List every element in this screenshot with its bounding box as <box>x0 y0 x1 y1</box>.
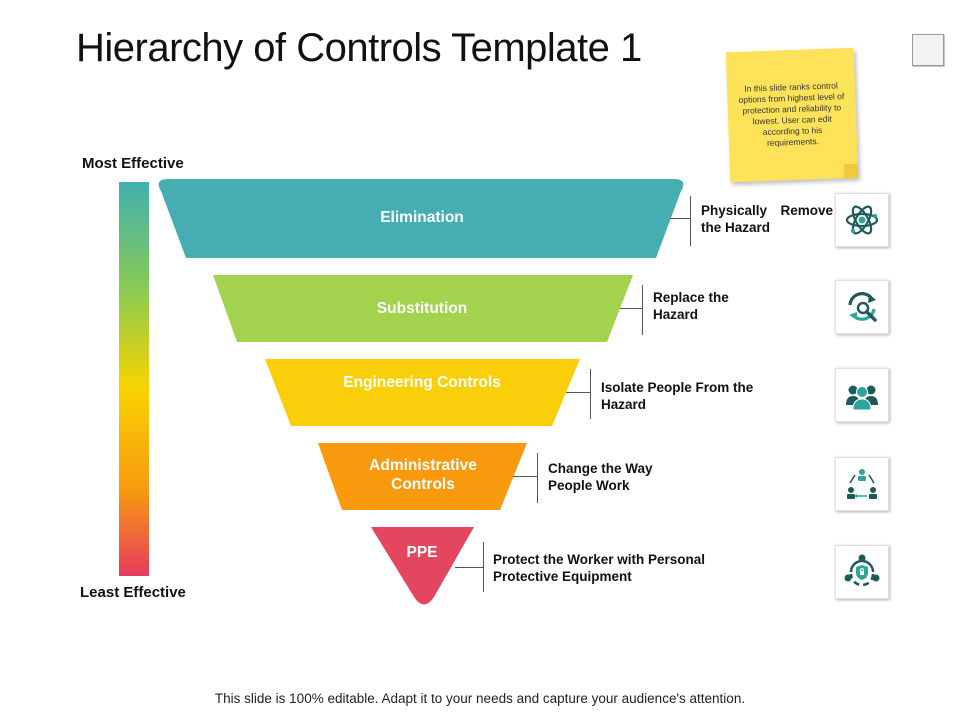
tier-label-substitution: Substitution <box>376 300 468 317</box>
connector-elimination <box>670 218 690 219</box>
atom-icon <box>845 205 879 235</box>
tier-label-ppe: PPE <box>406 544 438 561</box>
tier-label-elimination: Elimination <box>380 209 464 226</box>
connector-administrative <box>513 476 537 477</box>
description-ppe: Protect the Worker with Personal Protect… <box>493 552 706 584</box>
funnel-tier-ppe <box>371 527 474 605</box>
connector-bar-elimination <box>690 196 691 246</box>
workflow-people-icon <box>847 469 877 499</box>
funnel-tier-substitution <box>213 275 633 342</box>
description-engineering: Isolate People From the Hazard <box>601 380 754 412</box>
funnel-tier-engineering <box>265 359 580 426</box>
people-group-tile <box>835 368 889 422</box>
least-effective-label: Least Effective <box>80 584 186 601</box>
page-title: Hierarchy of Controls Template 1 <box>76 26 642 70</box>
footer-text: This slide is 100% editable. Adapt it to… <box>214 691 746 706</box>
protect-worker-tile <box>835 545 889 599</box>
funnel-tier-elimination <box>158 179 684 258</box>
workflow-people-tile <box>835 457 889 511</box>
most-effective-label: Most Effective <box>82 155 184 172</box>
connector-bar-substitution <box>642 285 643 335</box>
corner-square <box>912 34 944 66</box>
tier-label-administrative: Administrative Controls <box>369 457 477 493</box>
protect-worker-icon <box>844 554 880 587</box>
connector-bar-engineering <box>590 369 591 419</box>
people-group-icon <box>846 385 878 411</box>
description-substitution: Replace the Hazard <box>653 290 729 322</box>
connector-bar-ppe <box>483 542 484 592</box>
funnel-tier-administrative <box>318 443 527 510</box>
tier-label-engineering: Engineering Controls <box>343 374 501 391</box>
description-elimination: Physically Remove the Hazard <box>701 203 833 235</box>
connector-engineering <box>566 392 590 393</box>
effectiveness-gradient-bar <box>119 182 149 576</box>
connector-substitution <box>620 308 642 309</box>
connector-ppe <box>455 567 483 568</box>
description-administrative: Change the Way People Work <box>548 461 653 493</box>
replace-search-icon <box>848 292 877 322</box>
atom-tile <box>835 193 889 247</box>
replace-search-tile <box>835 280 889 334</box>
connector-bar-administrative <box>537 453 538 503</box>
